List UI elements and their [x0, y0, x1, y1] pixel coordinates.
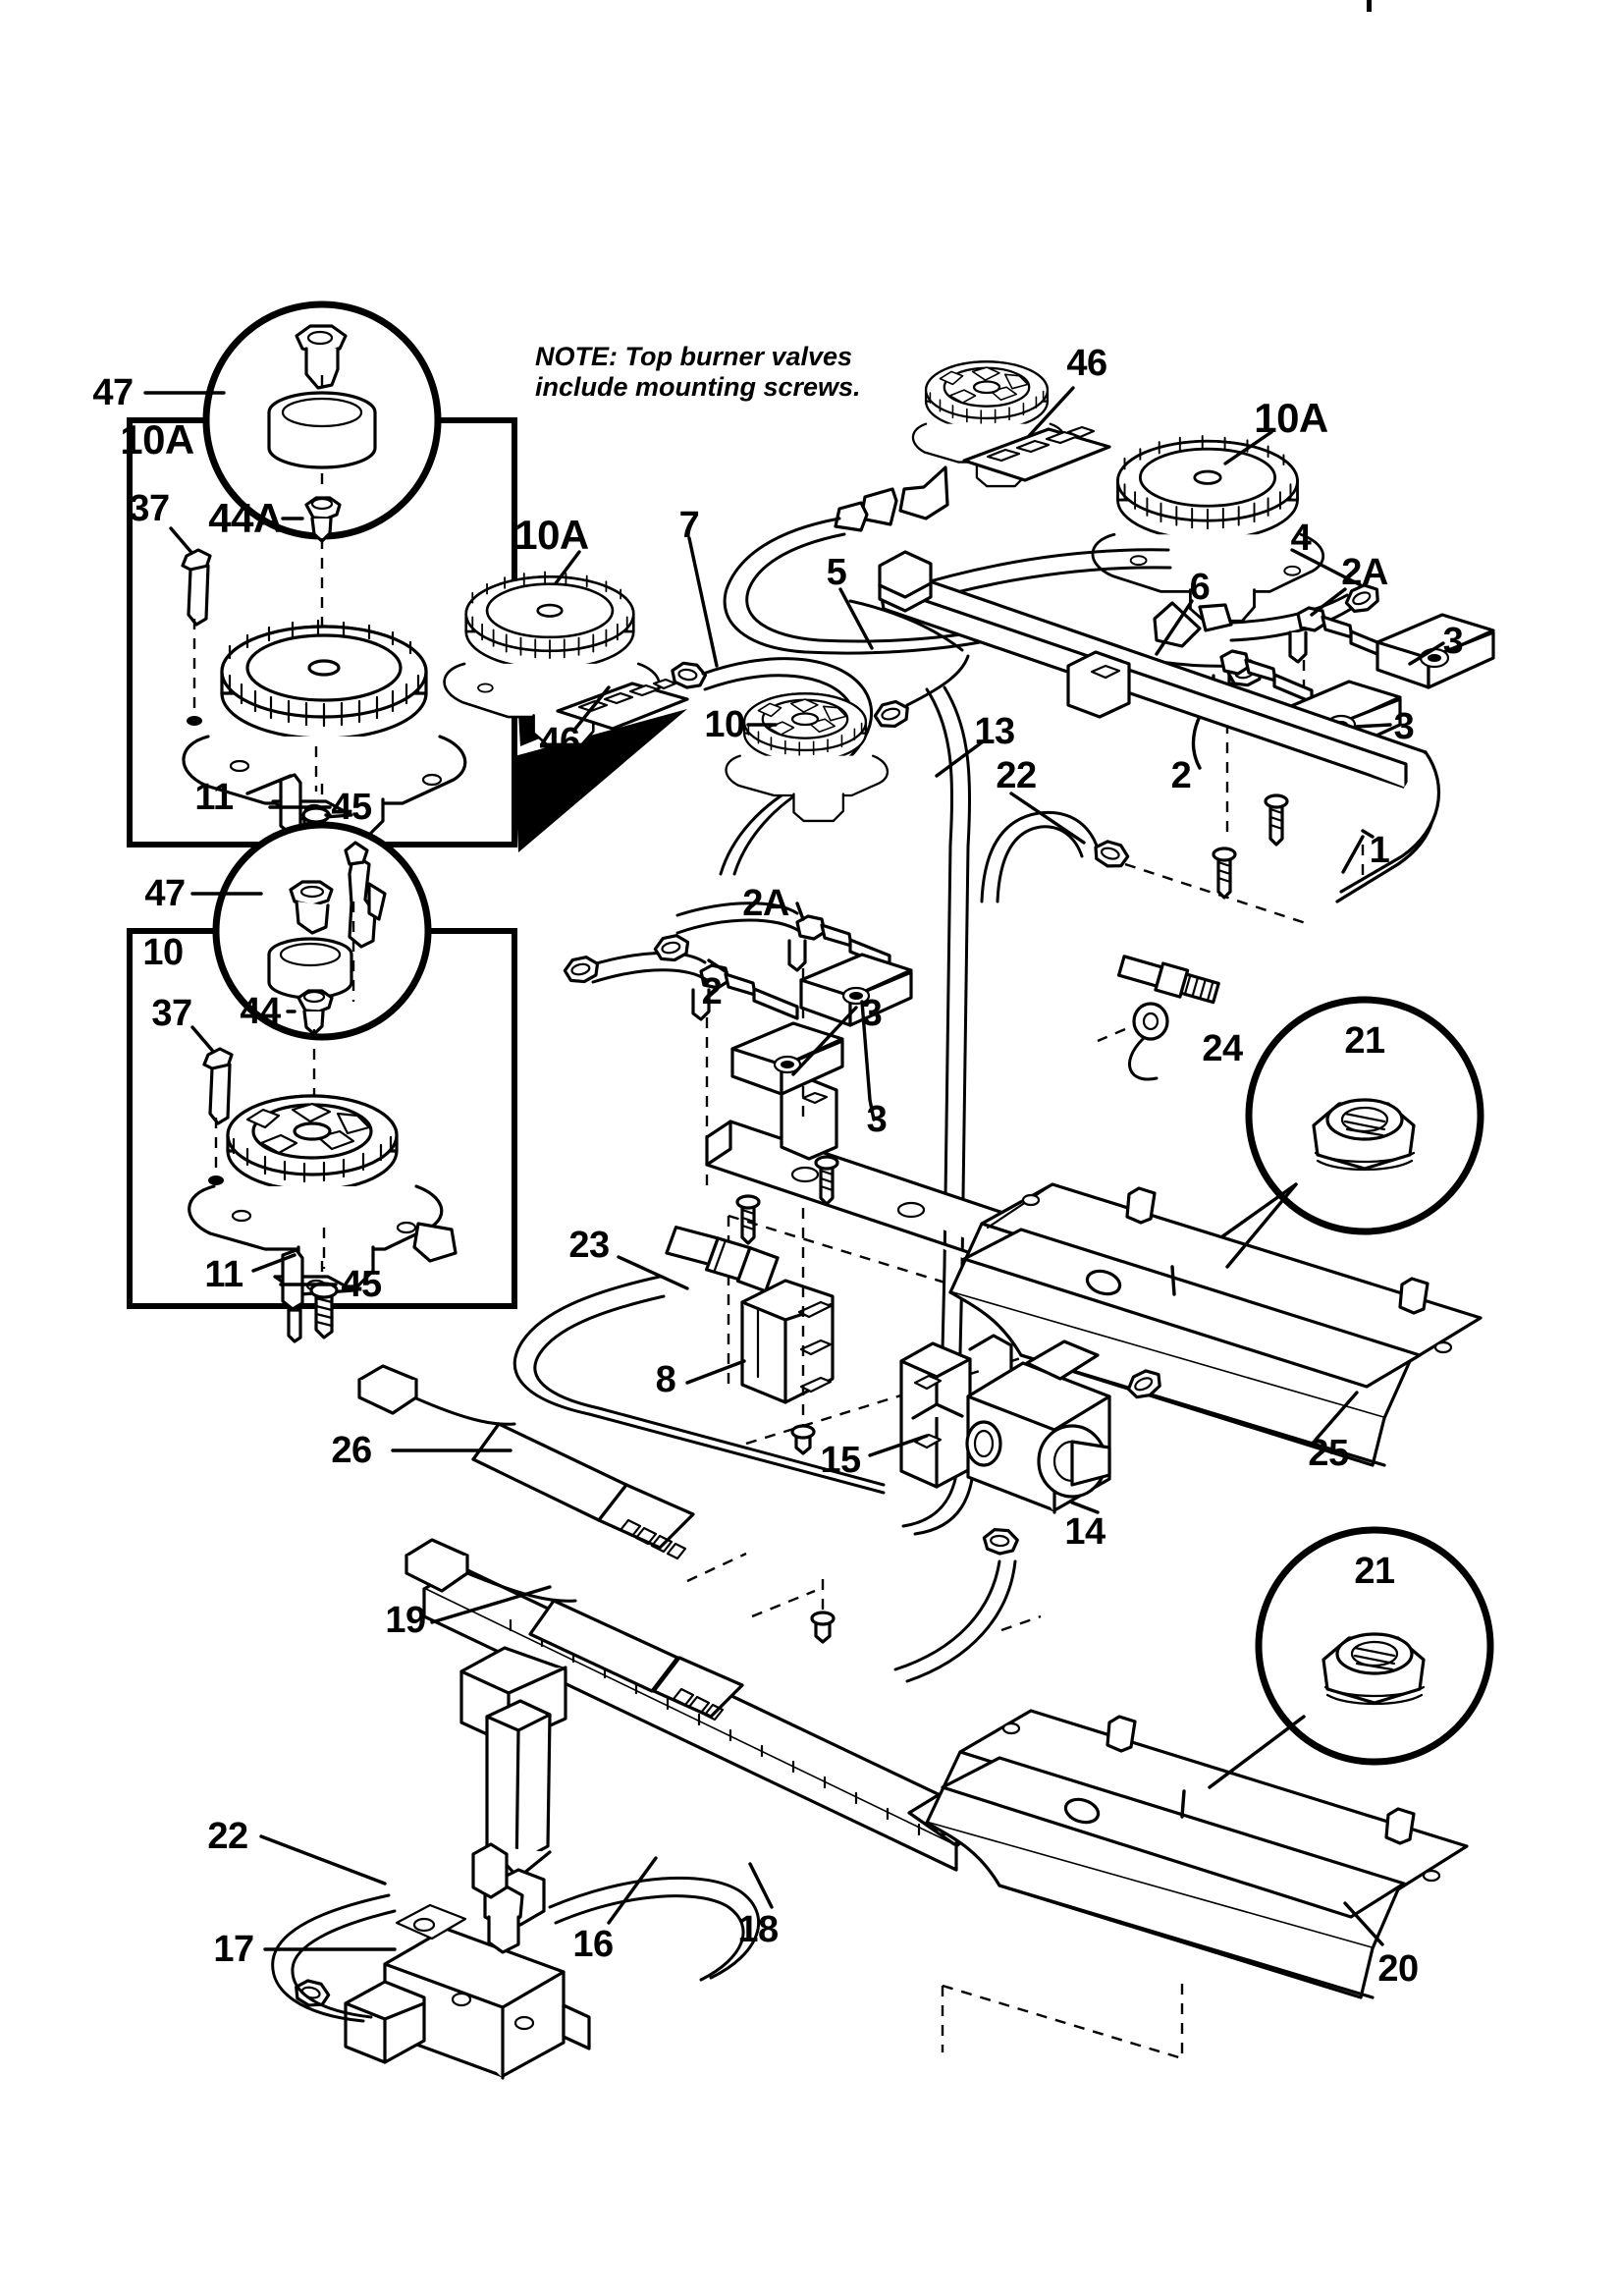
callout-45: 45 — [331, 787, 372, 828]
callout-13: 13 — [974, 711, 1015, 752]
callout-10: 10 — [142, 932, 184, 973]
callout-2a: 2A — [1341, 552, 1388, 593]
gas-valve-17 — [291, 1842, 591, 2080]
ignitor-19 — [404, 1538, 744, 1722]
callout-4: 4 — [1290, 518, 1312, 559]
callout-11: 11 — [194, 777, 234, 818]
callout-44a: 44A — [208, 495, 283, 541]
callout-26: 26 — [331, 1430, 372, 1471]
callout-21: 21 — [1354, 1551, 1395, 1592]
ignitor-26 — [357, 1364, 695, 1560]
oven-safety-valve-14 — [965, 1339, 1111, 1514]
detail-bubble-21-top — [1245, 996, 1484, 1235]
heat-shield-upper — [948, 1182, 1483, 1467]
oven-ignitor-block — [740, 1279, 835, 1404]
callout-19: 19 — [385, 1600, 426, 1641]
callout-18: 18 — [737, 1909, 779, 1950]
callout-16: 16 — [572, 1924, 614, 1965]
callout-10: 10 — [704, 704, 745, 745]
callout-21: 21 — [1344, 1020, 1385, 1062]
callout-2a: 2A — [742, 883, 789, 924]
callout-3: 3 — [1442, 621, 1464, 662]
callout-1: 1 — [1369, 830, 1390, 871]
callout-3: 3 — [1393, 706, 1415, 747]
callout-2: 2 — [701, 971, 723, 1012]
callout-20: 20 — [1377, 1948, 1419, 1990]
callout-5: 5 — [826, 552, 847, 593]
callout-47: 47 — [144, 873, 186, 914]
callout-6: 6 — [1189, 567, 1211, 608]
inset-box-10 — [127, 821, 517, 1343]
callout-3: 3 — [861, 993, 883, 1034]
callout-8: 8 — [655, 1359, 676, 1400]
callout-10a: 10A — [1254, 395, 1328, 441]
detail-bubble-21-bottom — [1255, 1526, 1494, 1766]
callout-37: 37 — [129, 488, 170, 529]
callout-7: 7 — [678, 505, 700, 546]
callout-46: 46 — [539, 721, 580, 762]
heat-shield-lower — [925, 1709, 1469, 1999]
callout-14: 14 — [1064, 1511, 1106, 1553]
callout-11: 11 — [204, 1254, 243, 1295]
diagram-note: NOTE: Top burner valves include mounting… — [535, 342, 861, 402]
callout-10a: 10A — [120, 416, 194, 463]
callout-44: 44 — [240, 991, 281, 1032]
callout-46: 46 — [1066, 343, 1107, 384]
callout-15: 15 — [820, 1440, 861, 1481]
callout-17: 17 — [213, 1929, 254, 1970]
callout-23: 23 — [568, 1225, 610, 1266]
callout-22: 22 — [996, 755, 1037, 796]
callout-47: 47 — [92, 372, 134, 413]
callout-24: 24 — [1202, 1028, 1243, 1069]
callout-45: 45 — [341, 1264, 382, 1305]
callout-3: 3 — [866, 1099, 888, 1140]
callout-2: 2 — [1170, 755, 1192, 796]
callout-37: 37 — [151, 993, 192, 1034]
callout-25: 25 — [1308, 1433, 1349, 1474]
inset-box-10A — [127, 301, 517, 868]
callout-10a: 10A — [514, 512, 589, 558]
callout-22: 22 — [207, 1816, 248, 1857]
